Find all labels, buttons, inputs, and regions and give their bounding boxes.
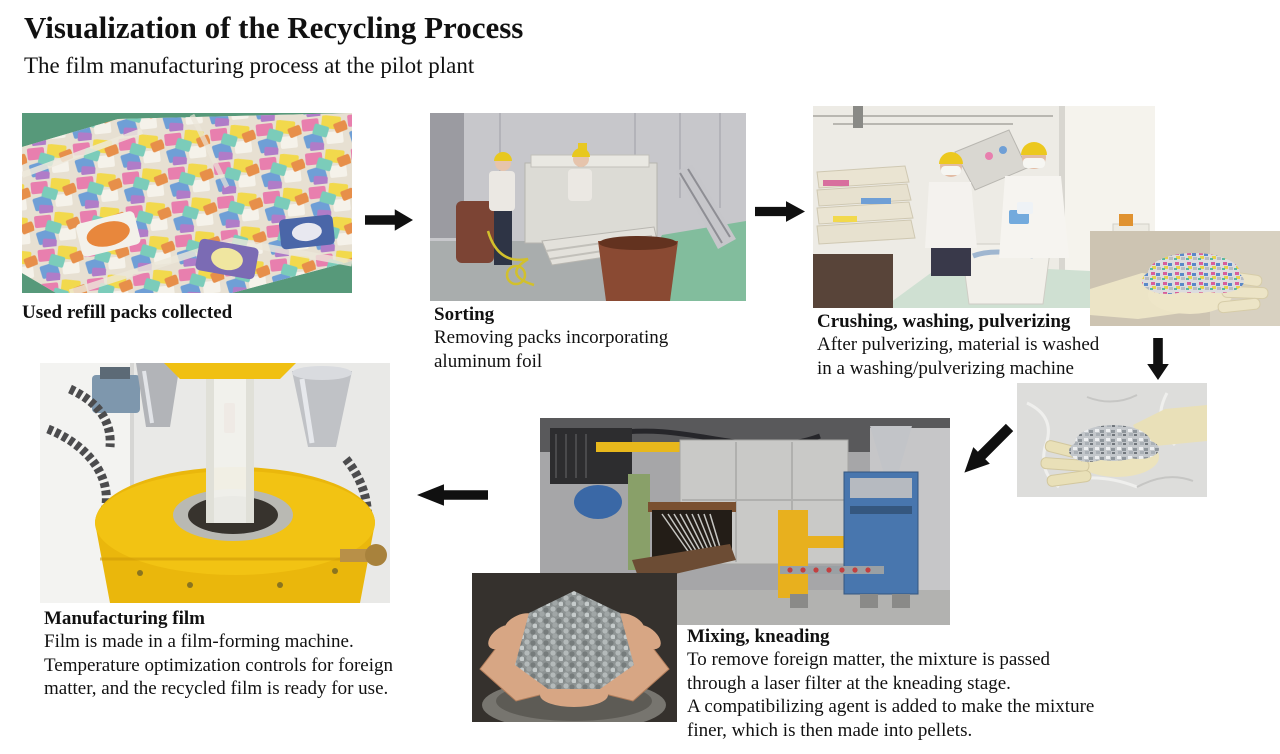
- step-text-crushing-line2: in a washing/pulverizing machine: [817, 357, 1074, 379]
- caption-sorting: Sorting Removing packs incorporating alu…: [434, 303, 744, 373]
- photo-washed-material: [1017, 383, 1207, 497]
- step-title-film: Manufacturing film: [44, 608, 205, 629]
- caption-mixing: Mixing, kneading To remove foreign matte…: [687, 625, 1157, 742]
- step-text-crushing-line1: After pulverizing, material is washed: [817, 334, 1100, 355]
- photo-sorting: [430, 113, 746, 301]
- page-subtitle: The film manufacturing process at the pi…: [24, 53, 475, 78]
- step-text-film-line2: Temperature optimization controls for fo…: [44, 654, 393, 676]
- step-text-mixing-line2: through a laser filter at the kneading s…: [687, 672, 1011, 694]
- washed-material-illustration: [1017, 383, 1207, 497]
- pellets-illustration: [472, 573, 677, 722]
- photo-film-forming-machine: [40, 363, 390, 603]
- arrow-down-crushing-to-washed-icon: [1146, 338, 1170, 380]
- step-title-mixing: Mixing, kneading: [687, 626, 830, 647]
- arrow-right-sorting-to-crushing-icon: [755, 201, 805, 222]
- step-text-mixing-line3: A compatibilizing agent is added to make…: [687, 696, 1095, 717]
- used-refill-packs-illustration: [22, 113, 352, 293]
- caption-crushing: Crushing, washing, pulverizing After pul…: [817, 310, 1137, 380]
- photo-used-refill-packs: [22, 113, 352, 293]
- step-text-sorting-line2: aluminum foil: [434, 350, 543, 372]
- caption-film: Manufacturing film Film is made in a fil…: [44, 607, 444, 701]
- crushed-flakes-illustration: [1090, 231, 1280, 326]
- step-text-mixing-line1: To remove foreign matter, the mixture is…: [687, 649, 1051, 670]
- step-text-film-line1: Film is made in a film-forming machine.: [44, 631, 354, 652]
- film-forming-machine-illustration: [40, 363, 390, 603]
- arrow-left-mixing-to-film-icon: [417, 483, 488, 507]
- arrow-diagonal-washed-to-mixing-icon: [955, 418, 1019, 482]
- caption-used-refill-packs: Used refill packs collected: [22, 301, 367, 324]
- sorting-illustration: [430, 113, 746, 301]
- step-title-crushing: Crushing, washing, pulverizing: [817, 311, 1071, 332]
- step-title-collect: Used refill packs collected: [22, 302, 233, 323]
- page-title: Visualization of the Recycling Process: [24, 10, 524, 45]
- mixing-kneading-illustration: [540, 418, 950, 625]
- arrow-right-collect-to-sorting-icon: [365, 209, 413, 231]
- step-text-film-line3: matter, and the recycled film is ready f…: [44, 678, 389, 699]
- step-title-sorting: Sorting: [434, 304, 495, 325]
- photo-crushed-flakes: [1090, 231, 1280, 326]
- step-text-mixing-line4: finer, which is then made into pellets.: [687, 719, 973, 741]
- photo-pellets: [472, 573, 677, 722]
- step-text-sorting-line1: Removing packs incorporating: [434, 327, 669, 348]
- photo-mixing-kneading: [540, 418, 950, 625]
